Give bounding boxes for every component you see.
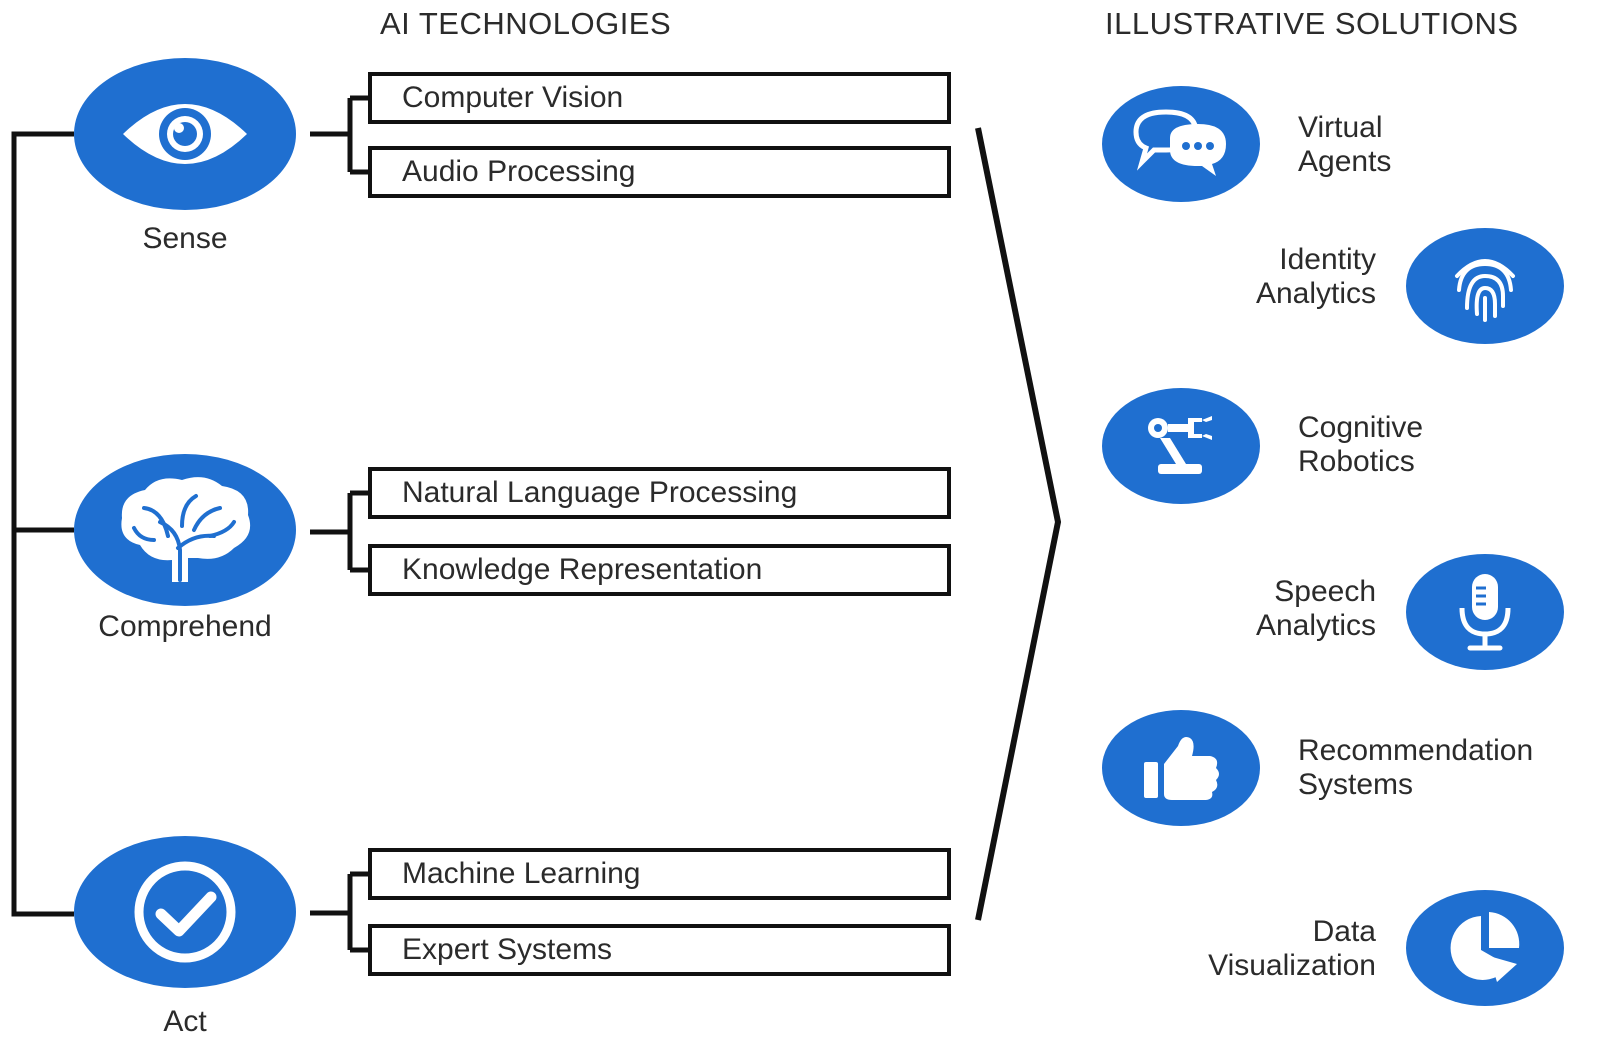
- chevron-arrow: [975, 127, 1062, 921]
- speech-analytics-circle: [1406, 554, 1564, 670]
- cognitive-robotics-circle: [1102, 388, 1260, 504]
- solution-line1: Cognitive: [1298, 411, 1424, 444]
- solution-line1: Virtual: [1298, 111, 1383, 144]
- stage-bracket: [11, 131, 74, 917]
- act-connector: [310, 871, 368, 953]
- fingerprint-icon: [1455, 259, 1515, 322]
- tech-natural-language-processing: Natural Language Processing: [368, 467, 951, 519]
- sense-connector: [310, 95, 368, 175]
- solution-line2: Robotics: [1298, 445, 1415, 478]
- robot-arm-icon: [1148, 416, 1212, 474]
- chat-bubbles-icon: [1133, 109, 1226, 176]
- eye-icon: [123, 104, 247, 164]
- pie-chart-icon: [1450, 912, 1520, 982]
- tech-computer-vision: Computer Vision: [368, 72, 951, 124]
- identity-analytics-circle: [1406, 228, 1564, 344]
- solution-label-recommendation-systems: Recommendation Systems: [1298, 734, 1533, 802]
- solution-line2: Visualization: [1208, 949, 1376, 982]
- recommendation-systems-circle: [1102, 710, 1260, 826]
- solution-line1: Recommendation: [1298, 734, 1534, 767]
- data-visualization-circle: [1406, 890, 1564, 1006]
- solution-line1: Speech: [1274, 575, 1376, 608]
- solutions-header: ILLUSTRATIVE SOLUTIONS: [1105, 6, 1519, 41]
- comprehend-connector: [310, 490, 368, 573]
- stage-label-comprehend: Comprehend: [98, 610, 272, 643]
- solution-label-data-visualization: Data Visualization: [1130, 915, 1376, 983]
- solution-label-identity-analytics: Identity Analytics: [1180, 243, 1376, 311]
- checkmark-icon: [134, 861, 236, 963]
- technologies-header: AI TECHNOLOGIES: [380, 6, 672, 41]
- solution-line2: Analytics: [1255, 277, 1376, 310]
- solution-line1: Identity: [1279, 243, 1376, 276]
- stage-label-sense: Sense: [142, 222, 228, 255]
- solution-label-virtual-agents: Virtual Agents: [1298, 111, 1391, 179]
- solution-label-speech-analytics: Speech Analytics: [1180, 575, 1376, 643]
- tech-audio-processing: Audio Processing: [368, 146, 951, 198]
- stage-label-act: Act: [163, 1005, 207, 1038]
- solution-line1: Data: [1312, 915, 1376, 948]
- solution-line2: Systems: [1298, 768, 1414, 801]
- thumbs-up-icon: [1144, 737, 1219, 800]
- solution-label-cognitive-robotics: Cognitive Robotics: [1298, 411, 1423, 479]
- tech-expert-systems: Expert Systems: [368, 924, 951, 976]
- microphone-icon: [1459, 574, 1511, 651]
- comprehend-circle: [74, 454, 296, 606]
- solution-line2: Agents: [1298, 145, 1392, 178]
- act-circle: [74, 836, 296, 988]
- tech-knowledge-representation: Knowledge Representation: [368, 544, 951, 596]
- sense-circle: [74, 58, 296, 210]
- solution-line2: Analytics: [1255, 609, 1376, 642]
- virtual-agents-circle: [1102, 86, 1260, 202]
- tech-machine-learning: Machine Learning: [368, 848, 951, 900]
- brain-icon: [121, 477, 251, 582]
